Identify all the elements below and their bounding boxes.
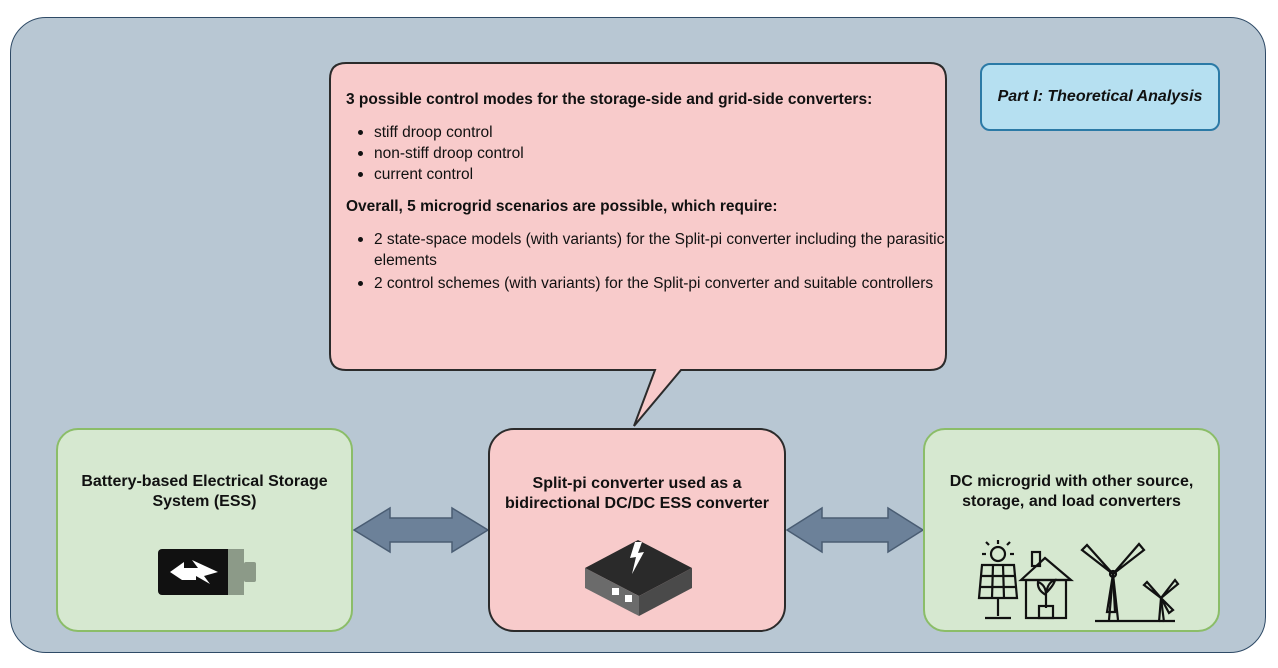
- converter-title-line1: Split-pi converter used as a: [532, 475, 742, 492]
- microgrid-box: DC microgrid with other source, storage,…: [923, 428, 1220, 632]
- part-label: Part I: Theoretical Analysis: [997, 88, 1203, 105]
- list-item: stiff droop control: [358, 122, 946, 143]
- battery-charging-icon: [158, 549, 256, 595]
- power-module-icon: [585, 540, 692, 616]
- list-item: non-stiff droop control: [358, 143, 946, 164]
- control-modes-list: stiff droop control non-stiff droop cont…: [346, 122, 946, 185]
- part-label-box: Part I: Theoretical Analysis: [980, 63, 1220, 131]
- microgrid-icon: [977, 540, 1180, 623]
- microgrid-title: DC microgrid with other source, storage,…: [925, 472, 1218, 512]
- callout-bubble: [329, 62, 947, 427]
- callout-heading-scenarios: Overall, 5 microgrid scenarios are possi…: [346, 198, 778, 215]
- ess-title-line1: Battery-based Electrical Storage: [81, 473, 328, 490]
- converter-title: Split-pi converter used as a bidirection…: [490, 474, 784, 514]
- microgrid-title-line2: storage, and load converters: [962, 493, 1181, 510]
- converter-title-line2: bidirectional DC/DC ESS converter: [504, 495, 770, 512]
- double-arrow-right: [785, 506, 925, 554]
- double-arrow-left: [352, 506, 490, 554]
- ess-title: Battery-based Electrical Storage System …: [58, 472, 351, 512]
- list-item: 2 control schemes (with variants) for th…: [358, 273, 946, 294]
- microgrid-title-line1: DC microgrid with other source,: [949, 473, 1194, 490]
- callout-heading-modes: 3 possible control modes for the storage…: [346, 91, 873, 108]
- ess-box: Battery-based Electrical Storage System …: [56, 428, 353, 632]
- list-item: current control: [358, 164, 946, 185]
- list-item: 2 state-space models (with variants) for…: [358, 231, 945, 269]
- ess-title-line2: System (ESS): [152, 493, 257, 510]
- converter-box: Split-pi converter used as a bidirection…: [488, 428, 786, 632]
- callout-text: 3 possible control modes for the storage…: [346, 90, 946, 306]
- requirements-list: 2 state-space models (with variants) for…: [346, 229, 946, 294]
